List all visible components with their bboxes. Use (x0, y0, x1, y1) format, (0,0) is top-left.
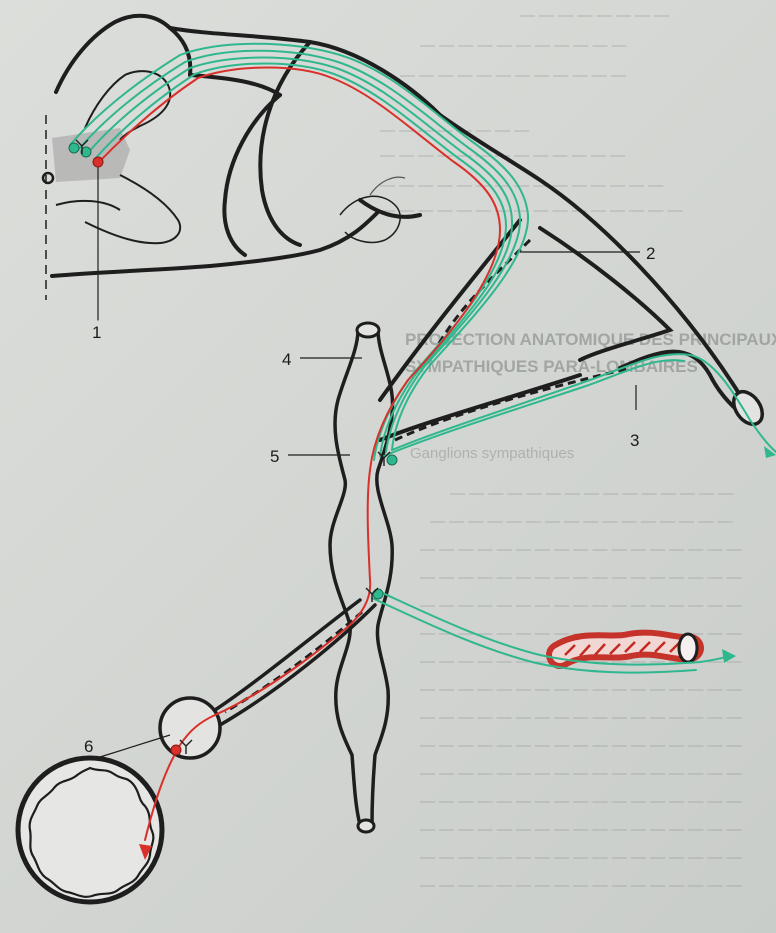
ventral-root-lower-outline (210, 212, 378, 266)
label-4: 4 (282, 350, 291, 369)
chain-bottom-cut (358, 820, 374, 832)
bleed-line: — — — — — — — — — — — — — — — — — (420, 737, 742, 754)
label-1: 1 (92, 323, 101, 342)
central-canal-icon (43, 173, 53, 183)
artery-lumen (560, 644, 690, 655)
chain-left-outline (330, 330, 360, 825)
chain-right-outline (372, 330, 393, 825)
grey-commissure-line (56, 201, 120, 210)
bleed-line: — — — — — — — — — — — — — — — — — (420, 709, 742, 726)
dorsal-root-lower-outline (190, 75, 280, 95)
sympathetic-chain (330, 330, 393, 825)
chain-top-cut (357, 323, 379, 337)
bleed-line: — — — — — — — — — — — (420, 37, 627, 54)
label-2: 2 (646, 244, 655, 263)
green-arrowhead-limb (764, 446, 776, 458)
bleed-line: — — — — — — — — — — — — — — — — — (420, 821, 742, 838)
label-6-leader (100, 735, 170, 757)
bleed-through-text: — — — — — — — — — — — — — — — — — — — — … (380, 7, 776, 894)
prevertebral-ganglion (160, 698, 220, 758)
green-synapse (387, 455, 397, 465)
bleed-line: — — — — — — — — — — — — — — — — — (420, 569, 742, 586)
label-5: 5 (270, 447, 279, 466)
red-synapse (171, 745, 181, 755)
bleed-line: — — — — — — — — — — — — — — — — — (420, 793, 742, 810)
bleed-line: — — — — — — — — — — — — — — — — — (420, 597, 742, 614)
bleed-line: — — — — — — — — (520, 7, 669, 24)
bleed-heading-1: PROJECTION ANATOMIQUE DES PRINCIPAUX NER… (405, 330, 776, 349)
bleed-line: — — — — — — — — — — — — — — — — — (420, 765, 742, 782)
splanchnic-nerve-outline (215, 600, 375, 725)
bleed-line: — — — — — — — — — — — — — — — — (430, 513, 733, 530)
bleed-heading-2: SYMPATHIQUES PARA-LOMBAIRES (405, 357, 698, 376)
artery-cut-end (679, 634, 697, 662)
red-soma (93, 157, 103, 167)
bleed-line: — — — — — — — — — — — — — — — — — (420, 541, 742, 558)
label-3: 3 (630, 431, 639, 450)
ventral-horn-line (85, 175, 180, 243)
bleed-line: — — — — — — — — — — — — — — — — — (420, 681, 742, 698)
bleed-line: — — — — — — — — — — — — — — — (450, 485, 733, 502)
artery (560, 634, 697, 662)
splanchnic-left-outline (215, 600, 360, 710)
ganglion-crescent-outer (224, 95, 280, 255)
bleed-line: — — — — — — — — — — — — (400, 67, 626, 84)
bleed-subheading: Ganglions sympathiques (410, 445, 574, 462)
bleed-line: — — — — — — — — — — — — — — — — — (420, 877, 742, 894)
label-6: 6 (84, 737, 93, 756)
green-synapse (373, 589, 383, 599)
spinal-cord-outline-bottom (52, 266, 210, 276)
bleed-line: — — — — — — — — — — — — — — — — — (420, 849, 742, 866)
bleed-line: — — — — — — — — — — — — — — — — (380, 202, 683, 219)
intestine-section (18, 758, 162, 902)
green-soma (69, 143, 79, 153)
ganglion-crescent-inner (260, 42, 310, 245)
